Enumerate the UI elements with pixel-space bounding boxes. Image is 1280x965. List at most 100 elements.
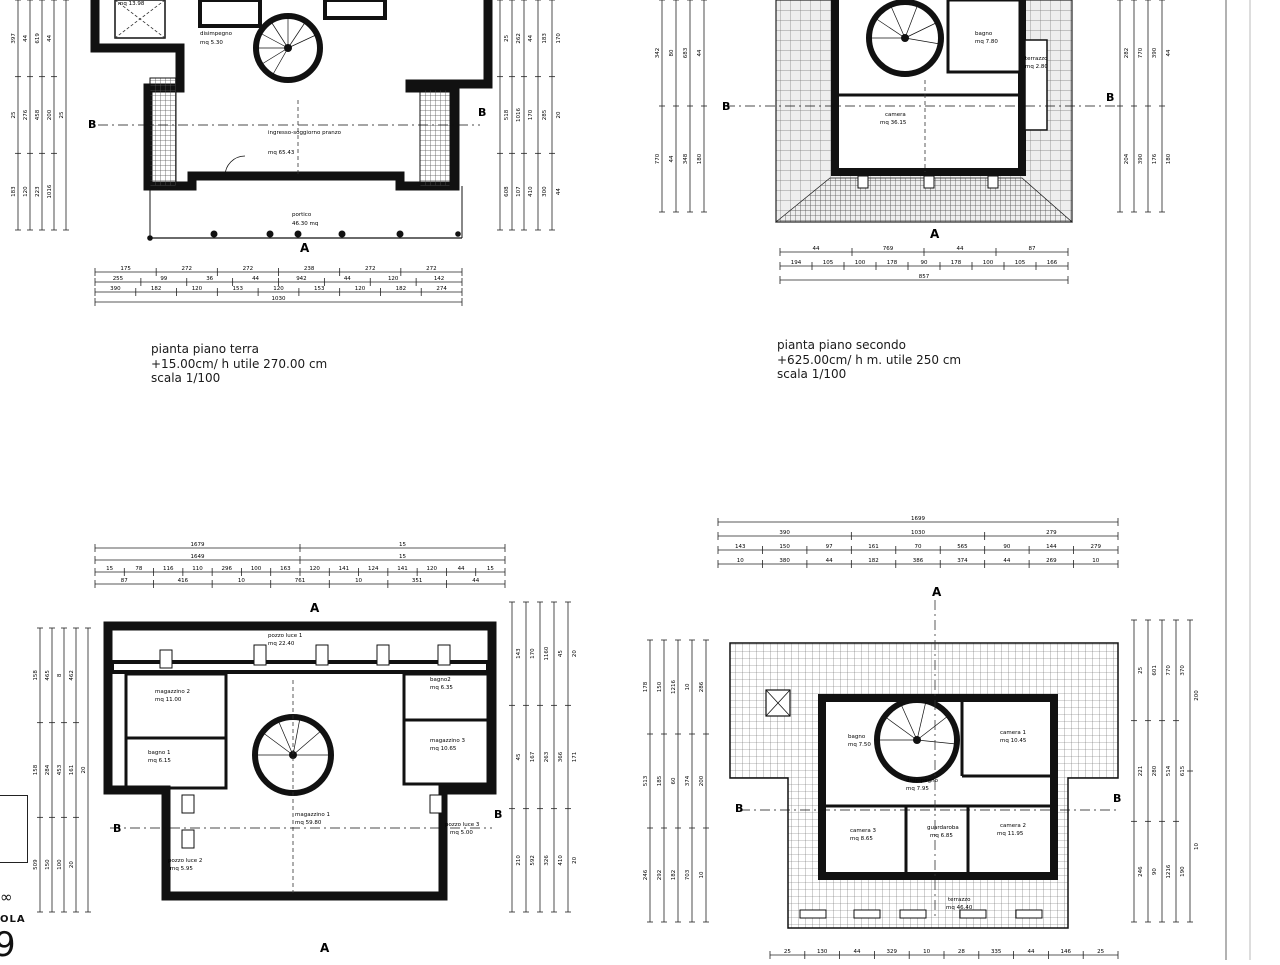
dimension-label: 279 <box>1046 530 1057 536</box>
dimension-label: 175 <box>120 266 131 272</box>
room-area: mq 6.35 <box>430 685 453 691</box>
dimension-label: 608 <box>504 186 510 197</box>
dimension-label: 158 <box>33 670 39 681</box>
dimension-label: 462 <box>69 670 75 681</box>
dimension-label: 120 <box>427 566 438 572</box>
dimension-label: 10 <box>355 578 362 584</box>
dimension-label: 44 <box>556 188 562 195</box>
dimension-label: 180 <box>1166 153 1172 164</box>
dimension-label: 601 <box>1152 665 1158 676</box>
dimension-label: 397 <box>11 33 17 44</box>
dimension-label: 410 <box>558 855 564 866</box>
dimension-label: 120 <box>355 286 366 292</box>
dimension-label: 272 <box>182 266 193 272</box>
dimension-label: 44 <box>47 34 53 41</box>
dimension-label: 44 <box>528 34 534 41</box>
caption-line: +15.00cm/ h utile 270.00 cm <box>151 356 328 371</box>
dimension-label: 44 <box>472 578 479 584</box>
dimension-label: 180 <box>697 153 703 164</box>
room-area: mq 10.45 <box>1000 738 1027 744</box>
dimension-label: 170 <box>528 109 534 120</box>
plan-basement: B B A A pozzo luce 1 mq 22.40 magazzino … <box>33 542 578 955</box>
dimension-label: 615 <box>1180 765 1186 776</box>
dimension-label: 150 <box>657 681 663 692</box>
dimension-label: 20 <box>81 766 87 773</box>
dimension-label: 20 <box>572 856 578 863</box>
plan-first-floor: B B A bagno mq 7.50 camera 1 mq 10.45 di… <box>643 516 1200 959</box>
dimension-label: 263 <box>544 751 550 762</box>
dimension-label: 10 <box>737 558 744 564</box>
room-label: bagno2 <box>430 677 451 683</box>
dimension-label: 513 <box>643 775 649 786</box>
dimension-label: 120 <box>23 186 29 197</box>
dimension-label: 374 <box>685 775 691 786</box>
dimension-label: 44 <box>344 276 351 282</box>
dimension-label: 274 <box>436 286 447 292</box>
dimension-label: 200 <box>1194 690 1200 701</box>
dimension-label: 246 <box>643 869 649 880</box>
dimension-label: 170 <box>556 33 562 44</box>
dimension-label: 25 <box>1097 949 1104 955</box>
section-mark-a: A <box>320 941 330 955</box>
dimension-label: 10 <box>699 871 705 878</box>
section-mark-a: A <box>310 601 320 615</box>
dimension-label: 44 <box>23 34 29 41</box>
dimension-label: 161 <box>868 544 879 550</box>
dimension-label: 769 <box>883 246 894 252</box>
dimension-label: 204 <box>1124 153 1130 164</box>
dimension-label: 100 <box>855 260 866 266</box>
dimension-label: 183 <box>542 33 548 44</box>
dimension-label: 10 <box>685 683 691 690</box>
room-area: mq 7.95 <box>906 786 929 792</box>
dimension-label: 182 <box>671 870 677 881</box>
room-label: bagno <box>848 734 866 740</box>
dimension-label: 150 <box>779 544 790 550</box>
dimension-label: 44 <box>826 558 833 564</box>
dimension-label: 342 <box>655 48 661 59</box>
dimension-label: 390 <box>1138 153 1144 164</box>
section-mark-a: A <box>932 585 942 599</box>
dimension-label: 124 <box>368 566 379 572</box>
dimension-label: 370 <box>1180 665 1186 676</box>
room-area: mq 65.43 <box>268 150 295 156</box>
section-mark-b: B <box>735 802 743 815</box>
room-area: mq 7.50 <box>848 742 871 748</box>
dimension-label: 110 <box>192 566 203 572</box>
dimension-label: 44 <box>1003 558 1010 564</box>
stamp-logo-icon: ∞ <box>0 888 13 906</box>
dimension-label: 8 <box>57 673 63 677</box>
dimension-label: 44 <box>813 246 820 252</box>
dimension-label: 120 <box>309 566 320 572</box>
room-label: disimpegno <box>200 31 233 37</box>
room-label: camera 2 <box>1000 823 1026 829</box>
room-label: pozzo luce 3 <box>445 822 480 828</box>
dimension-label: 683 <box>683 47 689 58</box>
room-label: terrazzo <box>948 897 971 903</box>
dimension-label: 509 <box>33 859 39 870</box>
dimension-label: 20 <box>556 111 562 118</box>
dimension-label: 366 <box>558 751 564 762</box>
dimension-label: 150 <box>45 859 51 870</box>
room-area: mq 11.95 <box>997 831 1024 837</box>
dimension-label: 374 <box>957 558 968 564</box>
dimension-label: 20 <box>69 861 75 868</box>
dimension-label: 390 <box>779 530 790 536</box>
dimension-label: 238 <box>304 266 315 272</box>
dimension-label: 246 <box>1138 866 1144 877</box>
dimension-label: 176 <box>1152 153 1158 164</box>
dimension-label: 120 <box>192 286 203 292</box>
dimension-label: 410 <box>528 186 534 197</box>
dimension-label: 10 <box>923 949 930 955</box>
room-label: terrazzo <box>1025 56 1048 62</box>
dimension-label: 269 <box>1046 558 1057 564</box>
room-area: mq 59.80 <box>295 820 322 826</box>
dimension-label: 200 <box>47 109 53 120</box>
room-label: disimpegno <box>906 778 939 784</box>
dimension-label: 1216 <box>671 680 677 694</box>
dimension-label: 221 <box>1138 766 1144 777</box>
dimension-label: 272 <box>243 266 254 272</box>
